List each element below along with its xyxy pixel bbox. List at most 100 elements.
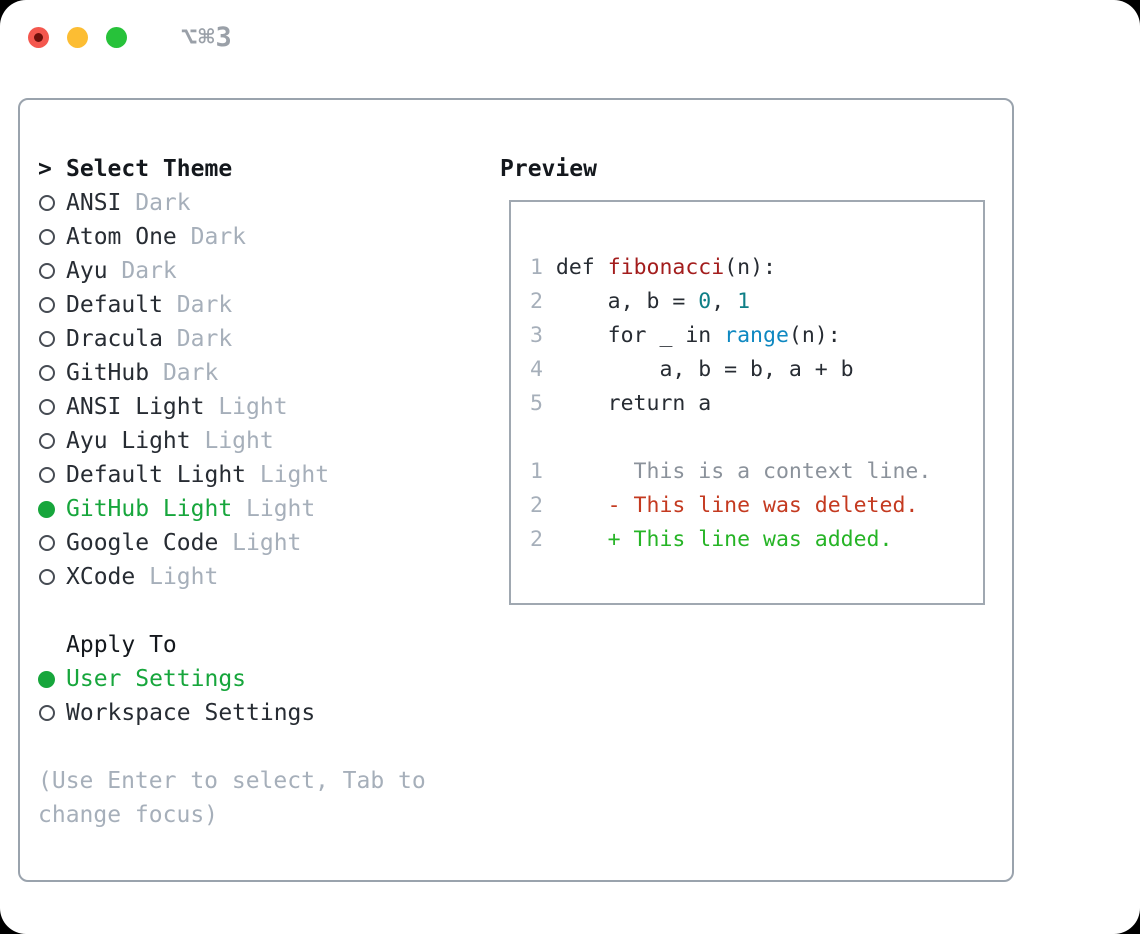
theme-variant-label: Dark — [176, 292, 233, 318]
close-button[interactable] — [28, 27, 49, 48]
radio-selected-icon — [38, 670, 55, 688]
code-blank-line — [530, 421, 983, 455]
code-token: a, b = — [542, 289, 699, 314]
theme-variant-label: Light — [246, 496, 316, 522]
spacer — [38, 594, 468, 628]
radio-icon — [39, 399, 55, 415]
code-token: This is a context line. — [542, 459, 932, 484]
line-number: 1 — [530, 459, 543, 484]
radio-icon — [39, 569, 55, 585]
code-line: 3 for _ in range(n): — [530, 319, 983, 353]
radio-icon — [39, 195, 55, 211]
theme-variant-label: Dark — [162, 360, 219, 386]
apply-option-user-settings[interactable]: User Settings — [38, 662, 468, 696]
code-token: fibonacci — [607, 255, 725, 280]
option-label: GitHub Light — [66, 496, 233, 522]
theme-option-atom-one[interactable]: Atom One Dark — [38, 220, 468, 254]
line-number: 4 — [530, 357, 543, 382]
theme-option-xcode[interactable]: XCode Light — [38, 560, 468, 594]
code-line: 1 This is a context line. — [530, 455, 983, 489]
radio-icon — [39, 365, 55, 381]
radio-icon — [39, 705, 55, 721]
code-token: range — [724, 323, 789, 348]
code-token: for _ in — [542, 323, 725, 348]
line-number: 2 — [530, 289, 543, 314]
radio-icon — [39, 263, 55, 279]
code-token: 1 — [737, 289, 751, 314]
option-label: Ayu — [66, 258, 108, 284]
code-token: 0 — [698, 289, 712, 314]
line-number: 1 — [530, 255, 543, 280]
line-number: 3 — [530, 323, 543, 348]
theme-variant-label: Light — [218, 394, 288, 420]
theme-variant-label: Light — [259, 462, 330, 488]
option-label: Default — [66, 292, 163, 318]
theme-option-ayu[interactable]: Ayu Dark — [38, 254, 468, 288]
focus-caret-icon: > — [38, 156, 52, 182]
option-label: Workspace Settings — [66, 700, 316, 726]
code-line: 2 - This line was deleted. — [530, 489, 983, 523]
theme-variant-label: Dark — [135, 190, 191, 216]
theme-variant-label: Light — [204, 428, 274, 454]
code-token: return a — [542, 391, 712, 416]
code-line: 5 return a — [530, 387, 983, 421]
code-token: a, b = b, a + b — [542, 357, 854, 382]
apply-to-header: Apply To — [38, 628, 468, 662]
option-label: Atom One — [66, 224, 177, 250]
radio-icon — [39, 297, 55, 313]
line-number: 2 — [530, 493, 543, 518]
radio-icon — [39, 535, 55, 551]
apply-to-label: Apply To — [66, 632, 177, 658]
code-line: 2 + This line was added. — [530, 523, 983, 557]
traffic-lights — [28, 27, 145, 48]
radio-icon — [39, 467, 55, 483]
code-token: + This line was added. — [542, 527, 893, 552]
select-theme-header: > Select Theme — [38, 152, 468, 186]
preview-title: Preview — [500, 156, 597, 182]
option-label: Default Light — [66, 462, 247, 488]
code-token: def — [542, 255, 608, 280]
theme-variant-label: Light — [149, 564, 219, 590]
theme-option-default[interactable]: Default Dark — [38, 288, 468, 322]
option-label: User Settings — [66, 666, 247, 692]
minimize-button[interactable] — [67, 27, 88, 48]
line-number: 2 — [530, 527, 543, 552]
option-label: XCode — [66, 564, 136, 590]
option-label: ANSI — [66, 190, 122, 216]
theme-option-github-light[interactable]: GitHub Light Light — [38, 492, 468, 526]
spacer — [38, 730, 468, 764]
theme-option-github[interactable]: GitHub Dark — [38, 356, 468, 390]
zoom-button[interactable] — [106, 27, 127, 48]
theme-option-ayu-light[interactable]: Ayu Light Light — [38, 424, 468, 458]
radio-icon — [39, 229, 55, 245]
option-label: Dracula — [66, 326, 163, 352]
keyboard-hint: (Use Enter to select, Tab to change focu… — [38, 768, 426, 828]
title-bar: ⌥⌘3 — [0, 0, 1140, 75]
option-label: GitHub — [66, 360, 150, 386]
option-label: Ayu Light — [66, 428, 191, 454]
code-token: (n): — [788, 323, 841, 348]
radio-selected-icon — [38, 500, 55, 518]
theme-variant-label: Dark — [190, 224, 247, 250]
code-token: - This line was deleted. — [542, 493, 919, 518]
theme-option-google-code[interactable]: Google Code Light — [38, 526, 468, 560]
line-number: 5 — [530, 391, 543, 416]
theme-option-dracula[interactable]: Dracula Dark — [38, 322, 468, 356]
option-label: ANSI Light — [66, 394, 205, 420]
option-label: Google Code — [66, 530, 219, 556]
preview-column: Preview 1 def fibonacci (n): 2 a, b = 0, 1… — [500, 152, 985, 605]
apply-option-workspace-settings[interactable]: Workspace Settings — [38, 696, 468, 730]
theme-variant-label: Light — [232, 530, 302, 556]
theme-variant-label: Dark — [121, 258, 177, 284]
select-theme-label: Select Theme — [66, 156, 233, 182]
theme-option-ansi[interactable]: ANSI Dark — [38, 186, 468, 220]
theme-variant-label: Dark — [176, 326, 233, 352]
radio-icon — [39, 331, 55, 347]
theme-option-ansi-light[interactable]: ANSI Light Light — [38, 390, 468, 424]
code-line: 2 a, b = 0, 1 — [530, 285, 983, 319]
theme-option-default-light[interactable]: Default Light Light — [38, 458, 468, 492]
